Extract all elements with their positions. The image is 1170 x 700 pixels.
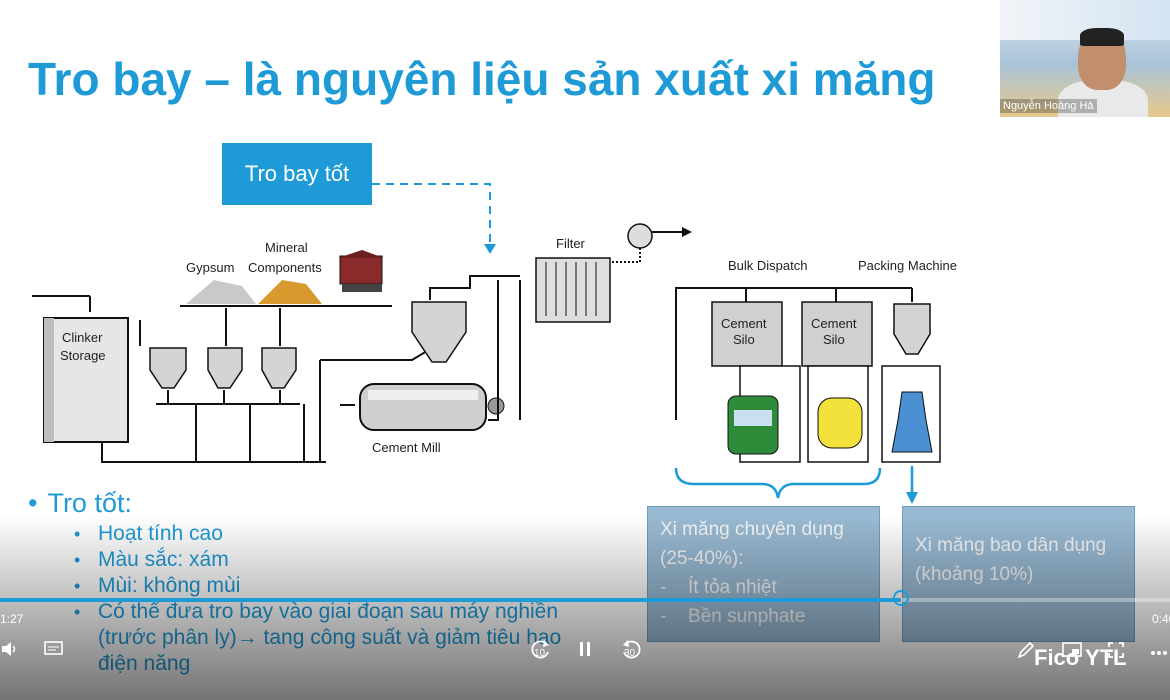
mineral-pile [258, 280, 322, 304]
bulk-brace [674, 467, 882, 499]
packing-machine-label: Packing Machine [858, 258, 957, 273]
silo-1-label-2: Silo [733, 332, 755, 347]
total-time: 0:40 [1152, 612, 1170, 626]
cement-silo-1 [711, 301, 783, 367]
gypsum-pile [186, 280, 256, 304]
clinker-label-2: Storage [60, 348, 106, 363]
yellow-bulk-truck [817, 397, 863, 449]
more-options-icon[interactable] [1150, 644, 1168, 662]
civil-cement-box: Xi măng bao dân dụng (khoảng 10%) [902, 506, 1135, 642]
fly-ash-feed-arrow [484, 244, 496, 254]
fly-ash-feed-dashed-line [372, 183, 491, 252]
progress-knob[interactable] [892, 590, 909, 606]
silo-1-label-1: Cement [721, 316, 767, 331]
special-cement-item: Bền sunphate [688, 606, 806, 627]
captions-icon[interactable] [44, 640, 64, 663]
bullet-item: Có thể đưa tro bay vào giai đoạn sau máy… [70, 599, 598, 677]
special-cement-title: Xi măng chuyên dụng (25-40%): [660, 519, 844, 569]
bag-filter [535, 257, 611, 323]
slide-title: Tro bay – là nguyên liệu sản xuất xi măn… [28, 53, 936, 105]
volume-icon[interactable] [0, 640, 18, 663]
participant-hair [1080, 28, 1124, 46]
delivery-truck [339, 255, 383, 285]
bullet-item: Màu sắc: xám [70, 547, 598, 573]
fullscreen-icon[interactable] [1108, 642, 1124, 663]
civil-cement-text: Xi măng bao dân dụng (khoảng 10%) [915, 535, 1107, 585]
special-cement-box: Xi măng chuyên dụng (25-40%): -Ít tỏa nh… [647, 506, 880, 642]
bullet-list: •Tro tốt: Hoạt tính cao Màu sắc: xám Mùi… [28, 488, 598, 677]
skip-back-icon[interactable]: 10 [530, 638, 552, 665]
pen-icon[interactable] [1016, 640, 1036, 665]
cement-mill-label: Cement Mill [372, 440, 441, 455]
packing-arrow-head [906, 492, 918, 504]
skip-back-label: 10 [534, 648, 546, 659]
filter-label: Filter [556, 236, 586, 251]
fly-ash-good-box: Tro bay tốt [222, 143, 372, 205]
participant-video[interactable]: Nguyễn Hoàng Hà [1000, 0, 1170, 117]
packing-machine [891, 391, 933, 453]
current-time: 1:27 [0, 612, 24, 626]
mineral-label-2: Components [248, 260, 322, 275]
silo-2-label-2: Silo [823, 332, 845, 347]
skip-forward-label: 30 [624, 648, 636, 659]
mineral-label-1: Mineral [265, 240, 308, 255]
progress-bar[interactable] [0, 598, 1170, 602]
bullet-heading: •Tro tốt: [28, 488, 132, 518]
participant-name: Nguyễn Hoàng Hà [1000, 99, 1097, 113]
gypsum-label: Gypsum [186, 260, 234, 275]
skip-forward-icon[interactable]: 30 [620, 638, 642, 665]
bullet-item: Mùi: không mùi [70, 573, 598, 599]
miniplayer-icon[interactable] [1062, 642, 1082, 663]
separator-cyclone [411, 301, 467, 363]
special-cement-item: Ít tỏa nhiệt [688, 577, 777, 598]
silo-2-label-1: Cement [811, 316, 857, 331]
bullet-item: Hoạt tính cao [70, 521, 598, 547]
fan [627, 223, 653, 249]
progress-fill [0, 598, 901, 602]
clinker-storage-tank [43, 317, 129, 443]
cement-silo-2 [801, 301, 873, 367]
brand-logo: Fico YTL [1034, 645, 1127, 670]
pause-icon[interactable] [578, 641, 592, 662]
clinker-label-1: Clinker [62, 330, 103, 345]
packing-hopper [893, 303, 931, 355]
bulk-dispatch-label: Bulk Dispatch [728, 258, 807, 273]
